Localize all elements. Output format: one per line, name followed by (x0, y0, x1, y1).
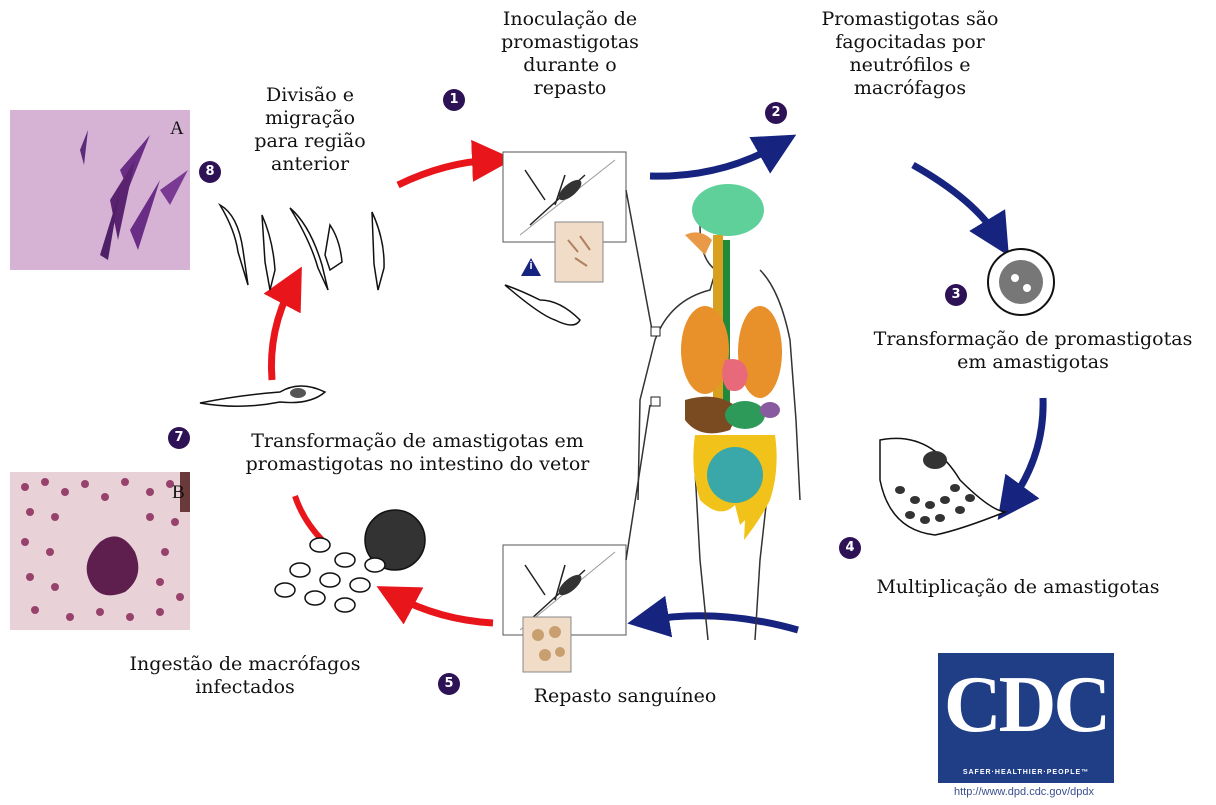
arrow-1-to-2 (650, 145, 778, 176)
cdc-tagline: SAFER·HEALTHIER·PEOPLE™ (938, 769, 1114, 776)
step-8-badge: 8 (199, 161, 221, 183)
promastigotes-group (220, 205, 384, 290)
step-1-badge: 1 (443, 89, 465, 111)
step-5-badge: 5 (438, 673, 460, 695)
cdc-logo: CDC SAFER·HEALTHIER·PEOPLE™ (938, 653, 1114, 783)
step-3-badge: 3 (945, 284, 967, 306)
step-4-badge: 4 (839, 537, 861, 559)
promastigote-step7 (200, 386, 325, 406)
step-4-label: Multiplicação de amastigotas (858, 576, 1178, 599)
arrow-3-to-4 (1010, 398, 1043, 503)
arrow-2-to-3 (913, 165, 998, 238)
cdc-url: http://www.dpd.cdc.gov/dpdx (914, 786, 1134, 798)
sandfly-inset-top (503, 152, 626, 282)
sandfly-inset-bottom (503, 545, 626, 672)
arrow-6-to-7 (295, 496, 322, 540)
cdc-logo-text: CDC (938, 657, 1114, 753)
step-2-badge: 2 (765, 102, 787, 124)
arrow-8-to-1 (398, 160, 493, 185)
step-7-badge: 7 (168, 427, 190, 449)
step-5-label: Repasto sanguíneo (515, 685, 735, 708)
arrow-7-to-8 (271, 285, 292, 380)
promastigote-step1 (505, 285, 580, 325)
arrow-5-to-6 (395, 596, 493, 623)
arrow-4-to-5 (648, 616, 798, 630)
infective-stage-label: i (526, 260, 536, 272)
